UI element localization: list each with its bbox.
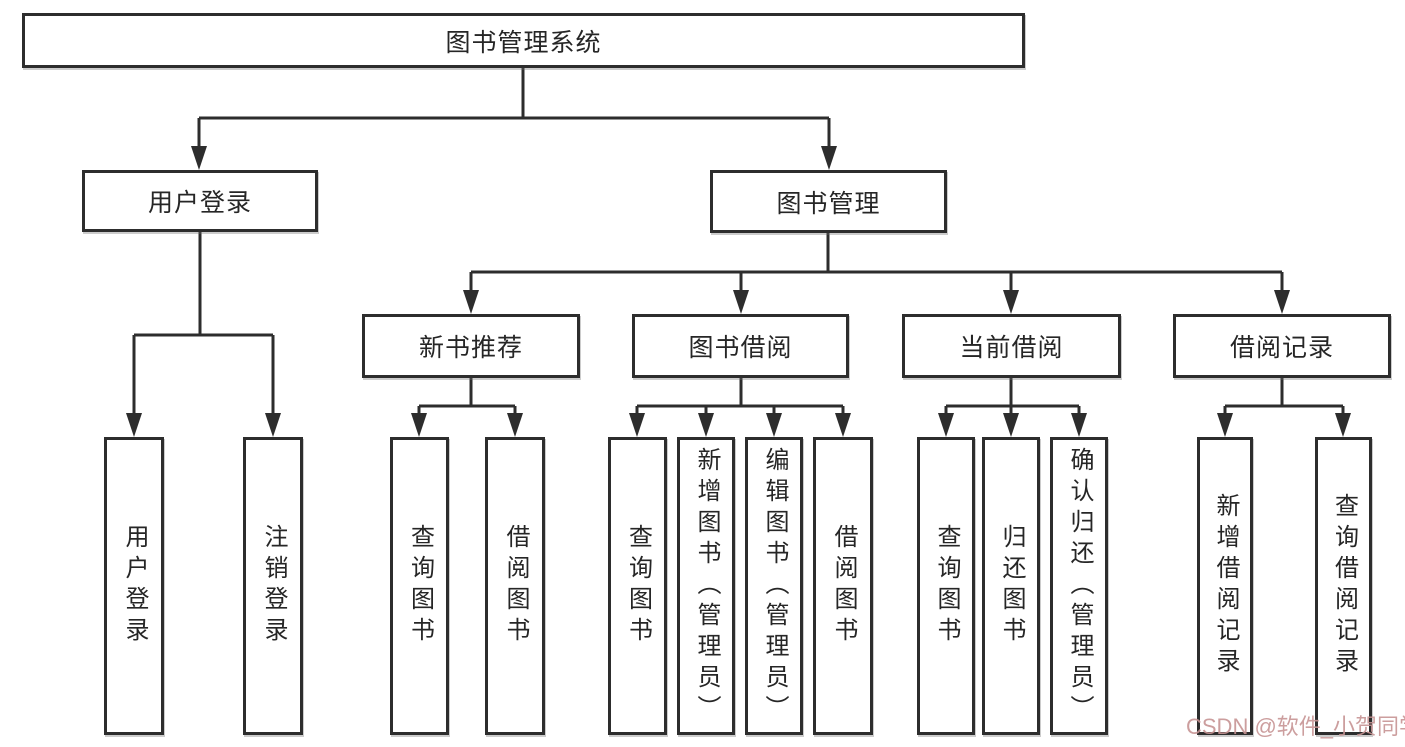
leaf-query-books-borrow: 查询图书 (608, 437, 667, 735)
node-label: 归还图书 (998, 524, 1025, 648)
node-label: 借阅记录 (1229, 334, 1334, 362)
arrowhead-down-icon (821, 146, 837, 170)
leaf-borrow-books: 借阅图书 (813, 437, 873, 735)
arrowhead-down-icon (265, 413, 281, 437)
arrowhead-down-icon (191, 146, 207, 170)
node-user-login: 用户登录 (82, 170, 318, 232)
leaf-query-books-recommend: 查询图书 (390, 437, 449, 735)
leaf-confirm-return-admin: 确认归还（管理员） (1050, 437, 1108, 735)
arrowhead-down-icon (1274, 290, 1290, 314)
node-label: 查询借阅记录 (1330, 493, 1358, 679)
node-label: 当前借阅 (959, 334, 1064, 362)
leaf-return-books: 归还图书 (982, 437, 1040, 735)
node-label: 注销登录 (260, 524, 287, 648)
node-label: 查询图书 (406, 524, 434, 648)
watermark: CSDN @软件_小贺同学 (1186, 714, 1405, 739)
node-label: 查询图书 (624, 524, 652, 648)
arrowhead-down-icon (411, 413, 427, 437)
arrowhead-down-icon (1217, 413, 1233, 437)
arrowhead-down-icon (507, 413, 523, 437)
node-label: 新增图书（管理员） (693, 446, 720, 726)
arrowhead-down-icon (1071, 413, 1087, 437)
node-borrow-records: 借阅记录 (1173, 314, 1391, 378)
node-label: 借阅图书 (830, 524, 857, 648)
node-label: 图书管理系统 (445, 28, 602, 57)
node-current-borrow: 当前借阅 (902, 314, 1121, 378)
arrowhead-down-icon (1003, 290, 1019, 314)
node-book-management: 图书管理 (710, 170, 947, 233)
leaf-borrow-books-recommend: 借阅图书 (485, 437, 545, 735)
node-label: 新书推荐 (418, 334, 523, 362)
leaf-query-borrow-record: 查询借阅记录 (1315, 437, 1372, 735)
leaf-user-login: 用户登录 (104, 437, 164, 735)
node-label: 编辑图书（管理员） (761, 446, 788, 726)
node-label: 用户登录 (147, 189, 252, 217)
arrowhead-down-icon (698, 413, 714, 437)
leaf-add-book-admin: 新增图书（管理员） (677, 437, 735, 735)
node-label: 借阅图书 (502, 524, 529, 648)
node-label: 图书借阅 (688, 334, 793, 362)
node-label: 查询图书 (933, 524, 960, 648)
node-new-book-recommend: 新书推荐 (362, 314, 580, 378)
leaf-edit-book-admin: 编辑图书（管理员） (745, 437, 803, 735)
arrowhead-down-icon (835, 413, 851, 437)
node-label: 新增借阅记录 (1212, 493, 1239, 679)
arrowhead-down-icon (1003, 413, 1019, 437)
arrowhead-down-icon (938, 413, 954, 437)
leaf-logout: 注销登录 (243, 437, 303, 735)
node-label: 图书管理 (776, 189, 881, 218)
arrowhead-down-icon (733, 290, 749, 314)
node-book-borrow: 图书借阅 (632, 314, 849, 378)
arrowhead-down-icon (766, 413, 782, 437)
arrowhead-down-icon (1335, 413, 1351, 437)
arrowhead-down-icon (629, 413, 645, 437)
connector-path (132, 68, 1345, 419)
node-system-root: 图书管理系统 (22, 13, 1025, 68)
arrowhead-down-icon (126, 413, 142, 437)
leaf-add-borrow-record: 新增借阅记录 (1197, 437, 1253, 735)
arrowhead-down-icon (463, 290, 479, 314)
node-label: 确认归还（管理员） (1066, 446, 1093, 726)
leaf-query-books-current: 查询图书 (917, 437, 975, 735)
node-label: 用户登录 (121, 524, 148, 648)
